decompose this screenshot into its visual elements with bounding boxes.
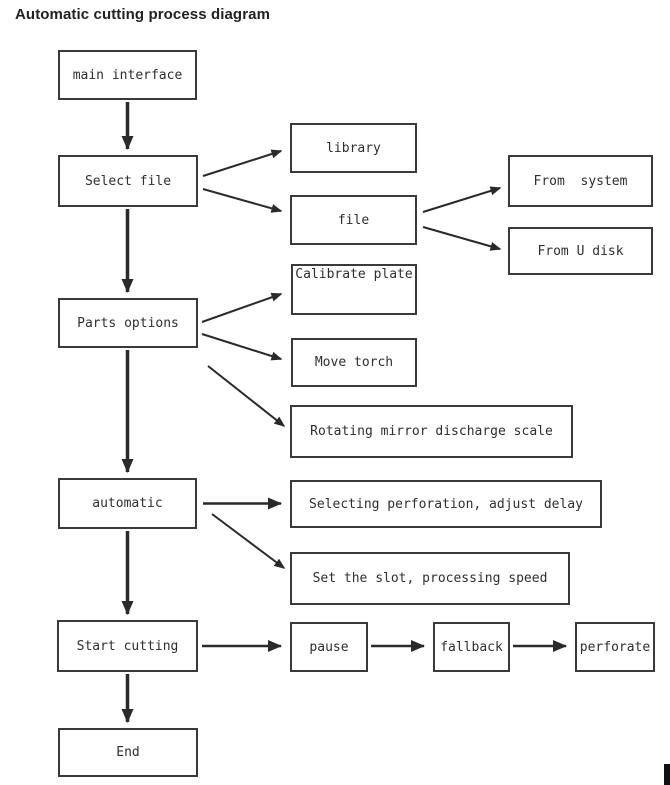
node-select-file: Select file [58, 155, 198, 207]
edge-automatic-to-set-the-slot [211, 513, 286, 569]
node-calibrate-plate-label: Calibrate plate [295, 267, 413, 282]
node-automatic-label: automatic [92, 496, 163, 511]
node-selecting-perforation: Selecting perforation, adjust delay [290, 480, 602, 528]
node-file: file [290, 195, 417, 245]
node-main-interface-label: main interface [72, 67, 183, 83]
node-move-torch: Move torch [291, 338, 417, 387]
node-library: library [290, 123, 417, 173]
node-main-interface: main interface [58, 50, 197, 100]
node-parts-options-label: Parts options [77, 315, 179, 331]
node-set-the-slot: Set the slot, processing speed [290, 552, 570, 605]
edge-file-to-from-system [422, 186, 502, 213]
node-perforate-label: perforate [579, 639, 651, 655]
edge-file-to-from-u-disk [422, 226, 502, 251]
node-move-torch-label: Move torch [314, 355, 394, 370]
node-end-label: End [116, 745, 140, 760]
node-from-u-disk: From U disk [508, 227, 653, 275]
edge-parts-options-to-rotating-mirror [207, 365, 286, 427]
node-calibrate-plate: Calibrate plate [291, 264, 417, 315]
node-pause: pause [290, 622, 368, 672]
node-selecting-perforation-label: Selecting perforation, adjust delay [309, 496, 583, 512]
node-fallback: fallback [433, 622, 510, 672]
edge-select-file-to-file [202, 188, 283, 213]
node-end: End [58, 728, 198, 777]
edge-select-file-to-library [202, 149, 283, 177]
corner-artifact-mark [664, 764, 670, 785]
node-start-cutting: Start cutting [57, 620, 198, 672]
node-library-label: library [326, 140, 381, 156]
node-start-cutting-label: Start cutting [76, 638, 179, 654]
node-from-u-disk-label: From U disk [537, 243, 624, 259]
node-pause-label: pause [309, 639, 349, 655]
node-file-label: file [337, 212, 370, 228]
diagram-title: Automatic cutting process diagram [15, 6, 271, 23]
edge-parts-options-to-calibrate-plate [201, 292, 283, 323]
edge-parts-options-to-move-torch [201, 333, 283, 361]
node-fallback-label: fallback [440, 639, 503, 655]
node-set-the-slot-label: Set the slot, processing speed [312, 571, 548, 586]
node-from-system: From system [508, 155, 653, 207]
node-rotating-mirror-discharge-scale: Rotating mirror discharge scale [290, 405, 573, 458]
node-perforate: perforate [575, 622, 655, 672]
node-rotating-mirror-discharge-scale-label: Rotating mirror discharge scale [310, 424, 553, 439]
node-parts-options: Parts options [58, 298, 198, 348]
node-select-file-label: Select file [84, 173, 172, 189]
node-from-system-label: From system [533, 173, 628, 189]
node-automatic: automatic [58, 478, 197, 529]
